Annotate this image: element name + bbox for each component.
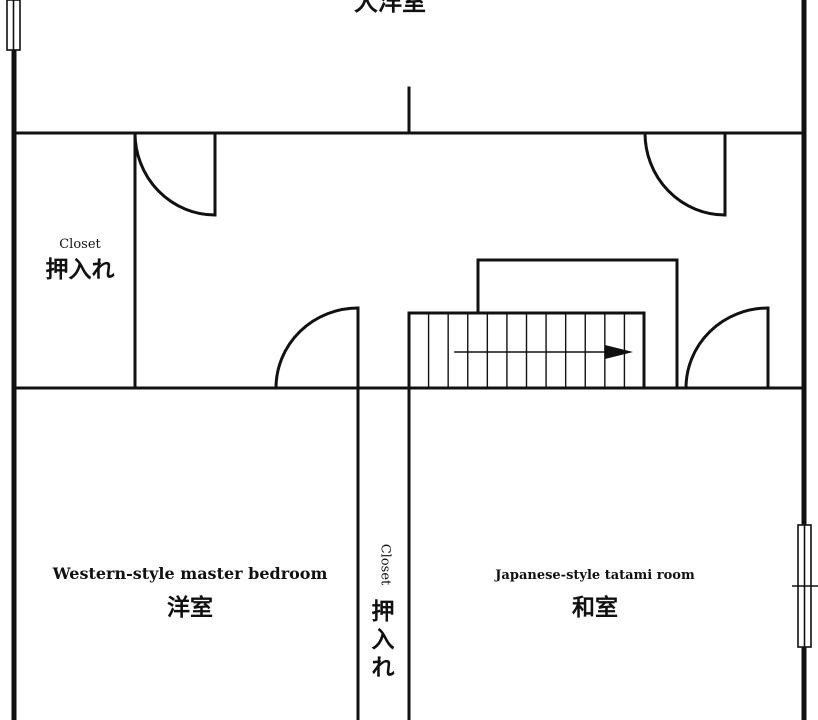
- door-bedroom-swing: [274, 306, 360, 390]
- closet-left-label-en: Closet: [59, 237, 101, 252]
- window-top-left: [6, 0, 21, 51]
- window-right: [792, 524, 818, 648]
- door-hall-left-swing: [133, 131, 217, 217]
- tatami-room-label-jp: 和室: [572, 595, 618, 621]
- closet-center-char-1: 押: [371, 599, 395, 625]
- closet-left-label-jp: 押入れ: [45, 257, 115, 283]
- master-bedroom-label-jp: 洋室: [167, 595, 213, 621]
- closet-center-char-3: れ: [371, 655, 395, 681]
- stair-treads: [427, 312, 626, 389]
- door-hall-right-swing: [643, 131, 727, 217]
- closet-center-char-2: 入: [371, 627, 395, 653]
- door-tatami-swing: [684, 306, 770, 390]
- tatami-room-label-en: Japanese-style tatami room: [495, 568, 695, 583]
- master-bedroom-label-en: Western-style master bedroom: [52, 564, 328, 583]
- stair-direction-arrow-icon: [605, 345, 633, 359]
- top-room-label: 大洋室: [354, 0, 426, 16]
- stair-landing-outline: [476, 258, 679, 390]
